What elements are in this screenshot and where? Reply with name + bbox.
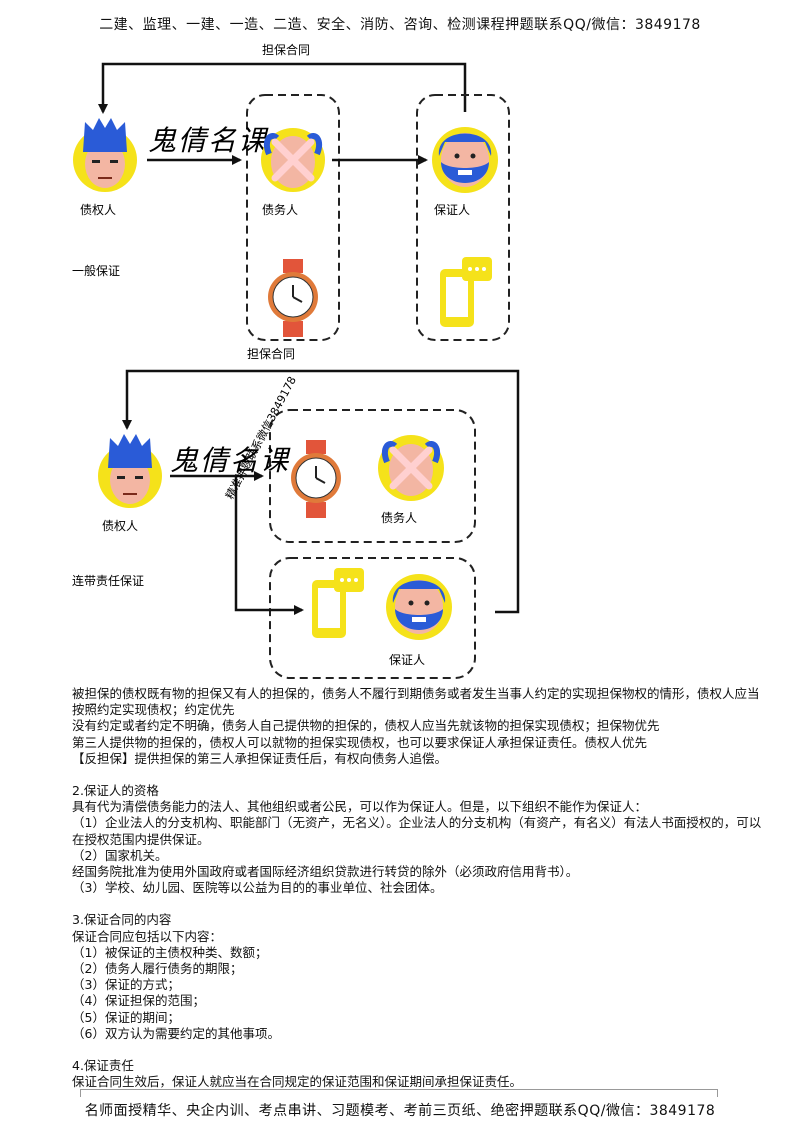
para-2: 没有约定或者约定不明确，债务人自己提供物的担保的，债权人应当先就该物的担保实现债… bbox=[72, 718, 660, 734]
para-1: 被担保的债权既有物的担保又有人的担保的，债务人不履行到期债务或者发生当事人约定的… bbox=[72, 686, 760, 718]
watch-icon-2 bbox=[291, 440, 341, 518]
section-3-item-2: （2）债务人履行债务的期限； bbox=[72, 961, 243, 977]
page-footer: 名师面授精华、央企内训、考点串讲、习题模考、考前三页纸、绝密押题联系QQ/微信：… bbox=[84, 1103, 716, 1119]
guarantor-label-1: 保证人 bbox=[434, 203, 470, 217]
watch-icon bbox=[268, 259, 318, 337]
joint-guarantee-label: 连带责任保证 bbox=[72, 573, 144, 588]
section-4-intro: 保证合同生效后，保证人就应当在合同规定的保证范围和保证期间承担保证责任。 bbox=[72, 1074, 523, 1090]
section-4-title: 4.保证责任 bbox=[72, 1058, 134, 1074]
section-2-item-1: （1）企业法人的分支机构、职能部门（无资产，无名义）。企业法人的分支机构（有资产… bbox=[72, 815, 762, 847]
creditor-avatar bbox=[73, 118, 137, 192]
watermark-2: 鬼倩名课 bbox=[170, 444, 291, 477]
section-3-title: 3.保证合同的内容 bbox=[72, 912, 172, 928]
creditor-label-1: 债权人 bbox=[80, 203, 116, 217]
general-guarantee-label: 一般保证 bbox=[72, 263, 120, 278]
diag-watermark-1: 精准押题联系微信3849178 bbox=[222, 374, 299, 502]
footer-rule bbox=[80, 1089, 718, 1097]
debtor-avatar-2 bbox=[378, 435, 444, 501]
guarantor-avatar bbox=[432, 127, 498, 193]
phone-icon bbox=[440, 257, 492, 327]
diagram-general-guarantee: 担保合同 担保合同 债权人 鬼倩名课 债务人 bbox=[72, 42, 510, 361]
bottom-contract-label: 担保合同 bbox=[247, 346, 295, 361]
section-2-intro: 具有代为清偿债务能力的法人、其他组织或者公民，可以作为保证人。但是，以下组织不能… bbox=[72, 799, 648, 815]
para-3: 第三人提供物的担保的，债权人可以就物的担保实现债权，也可以要求保证人承担保证责任… bbox=[72, 734, 648, 750]
section-2-item-3: （3）学校、幼儿园、医院等以公益为目的的事业单位、社会团体。 bbox=[72, 880, 443, 896]
guarantor-box bbox=[416, 94, 510, 341]
page-header: 二建、监理、一建、一造、二造、安全、消防、咨询、检测课程押题联系QQ/微信：38… bbox=[99, 17, 701, 33]
guarantor-box-2 bbox=[269, 557, 476, 679]
watermark-1: 鬼倩名课 bbox=[148, 124, 269, 157]
phone-icon-2 bbox=[312, 568, 364, 638]
para-4: 【反担保】提供担保的第三人承担保证责任后，有权向债务人追偿。 bbox=[72, 750, 448, 766]
debtor-box bbox=[246, 94, 340, 341]
debtor-collateral-box bbox=[269, 409, 476, 543]
debtor-label-2: 债务人 bbox=[381, 510, 417, 525]
section-2-item-2b: 经国务院批准为使用外国政府或者国际经济组织贷款进行转贷的除外（必须政府信用背书）… bbox=[72, 864, 579, 880]
joint-contract-line bbox=[122, 369, 520, 614]
creditor-avatar-2 bbox=[98, 434, 162, 508]
creditor-label-2: 债权人 bbox=[102, 519, 138, 533]
section-2-item-2: （2）国家机关。 bbox=[72, 847, 168, 863]
section-3-item-1: （1）被保证的主债权种类、数额； bbox=[72, 944, 268, 960]
top-contract-label: 担保合同 bbox=[262, 42, 310, 57]
top-contract-line bbox=[98, 62, 467, 114]
guarantor-avatar-2 bbox=[386, 574, 452, 640]
creditor-to-guarantor-arrow-2 bbox=[234, 476, 304, 615]
cross-mark bbox=[271, 138, 315, 182]
body-text: 被担保的债权既有物的担保又有人的担保的，债务人不履行到期债务或者发生当事人约定的… bbox=[72, 686, 762, 1090]
debtor-label-1: 债务人 bbox=[262, 202, 298, 217]
section-3-item-6: （6）双方认为需要约定的其他事项。 bbox=[72, 1025, 280, 1041]
section-3-item-3: （3）保证的方式； bbox=[72, 977, 180, 993]
section-3-intro: 保证合同应包括以下内容： bbox=[72, 928, 223, 944]
section-3-item-5: （5）保证的期间； bbox=[72, 1009, 180, 1025]
section-3-item-4: （4）保证担保的范围； bbox=[72, 993, 205, 1009]
debtor-avatar bbox=[261, 128, 325, 192]
guarantee-diagrams: 担保合同 担保合同 债权人 鬼倩名课 债务人 bbox=[72, 42, 520, 679]
section-2-title: 2.保证人的资格 bbox=[72, 783, 159, 799]
diagram-joint-guarantee: 债权人 鬼倩名课 债务人 bbox=[72, 369, 520, 679]
guarantor-label-2: 保证人 bbox=[389, 653, 425, 667]
